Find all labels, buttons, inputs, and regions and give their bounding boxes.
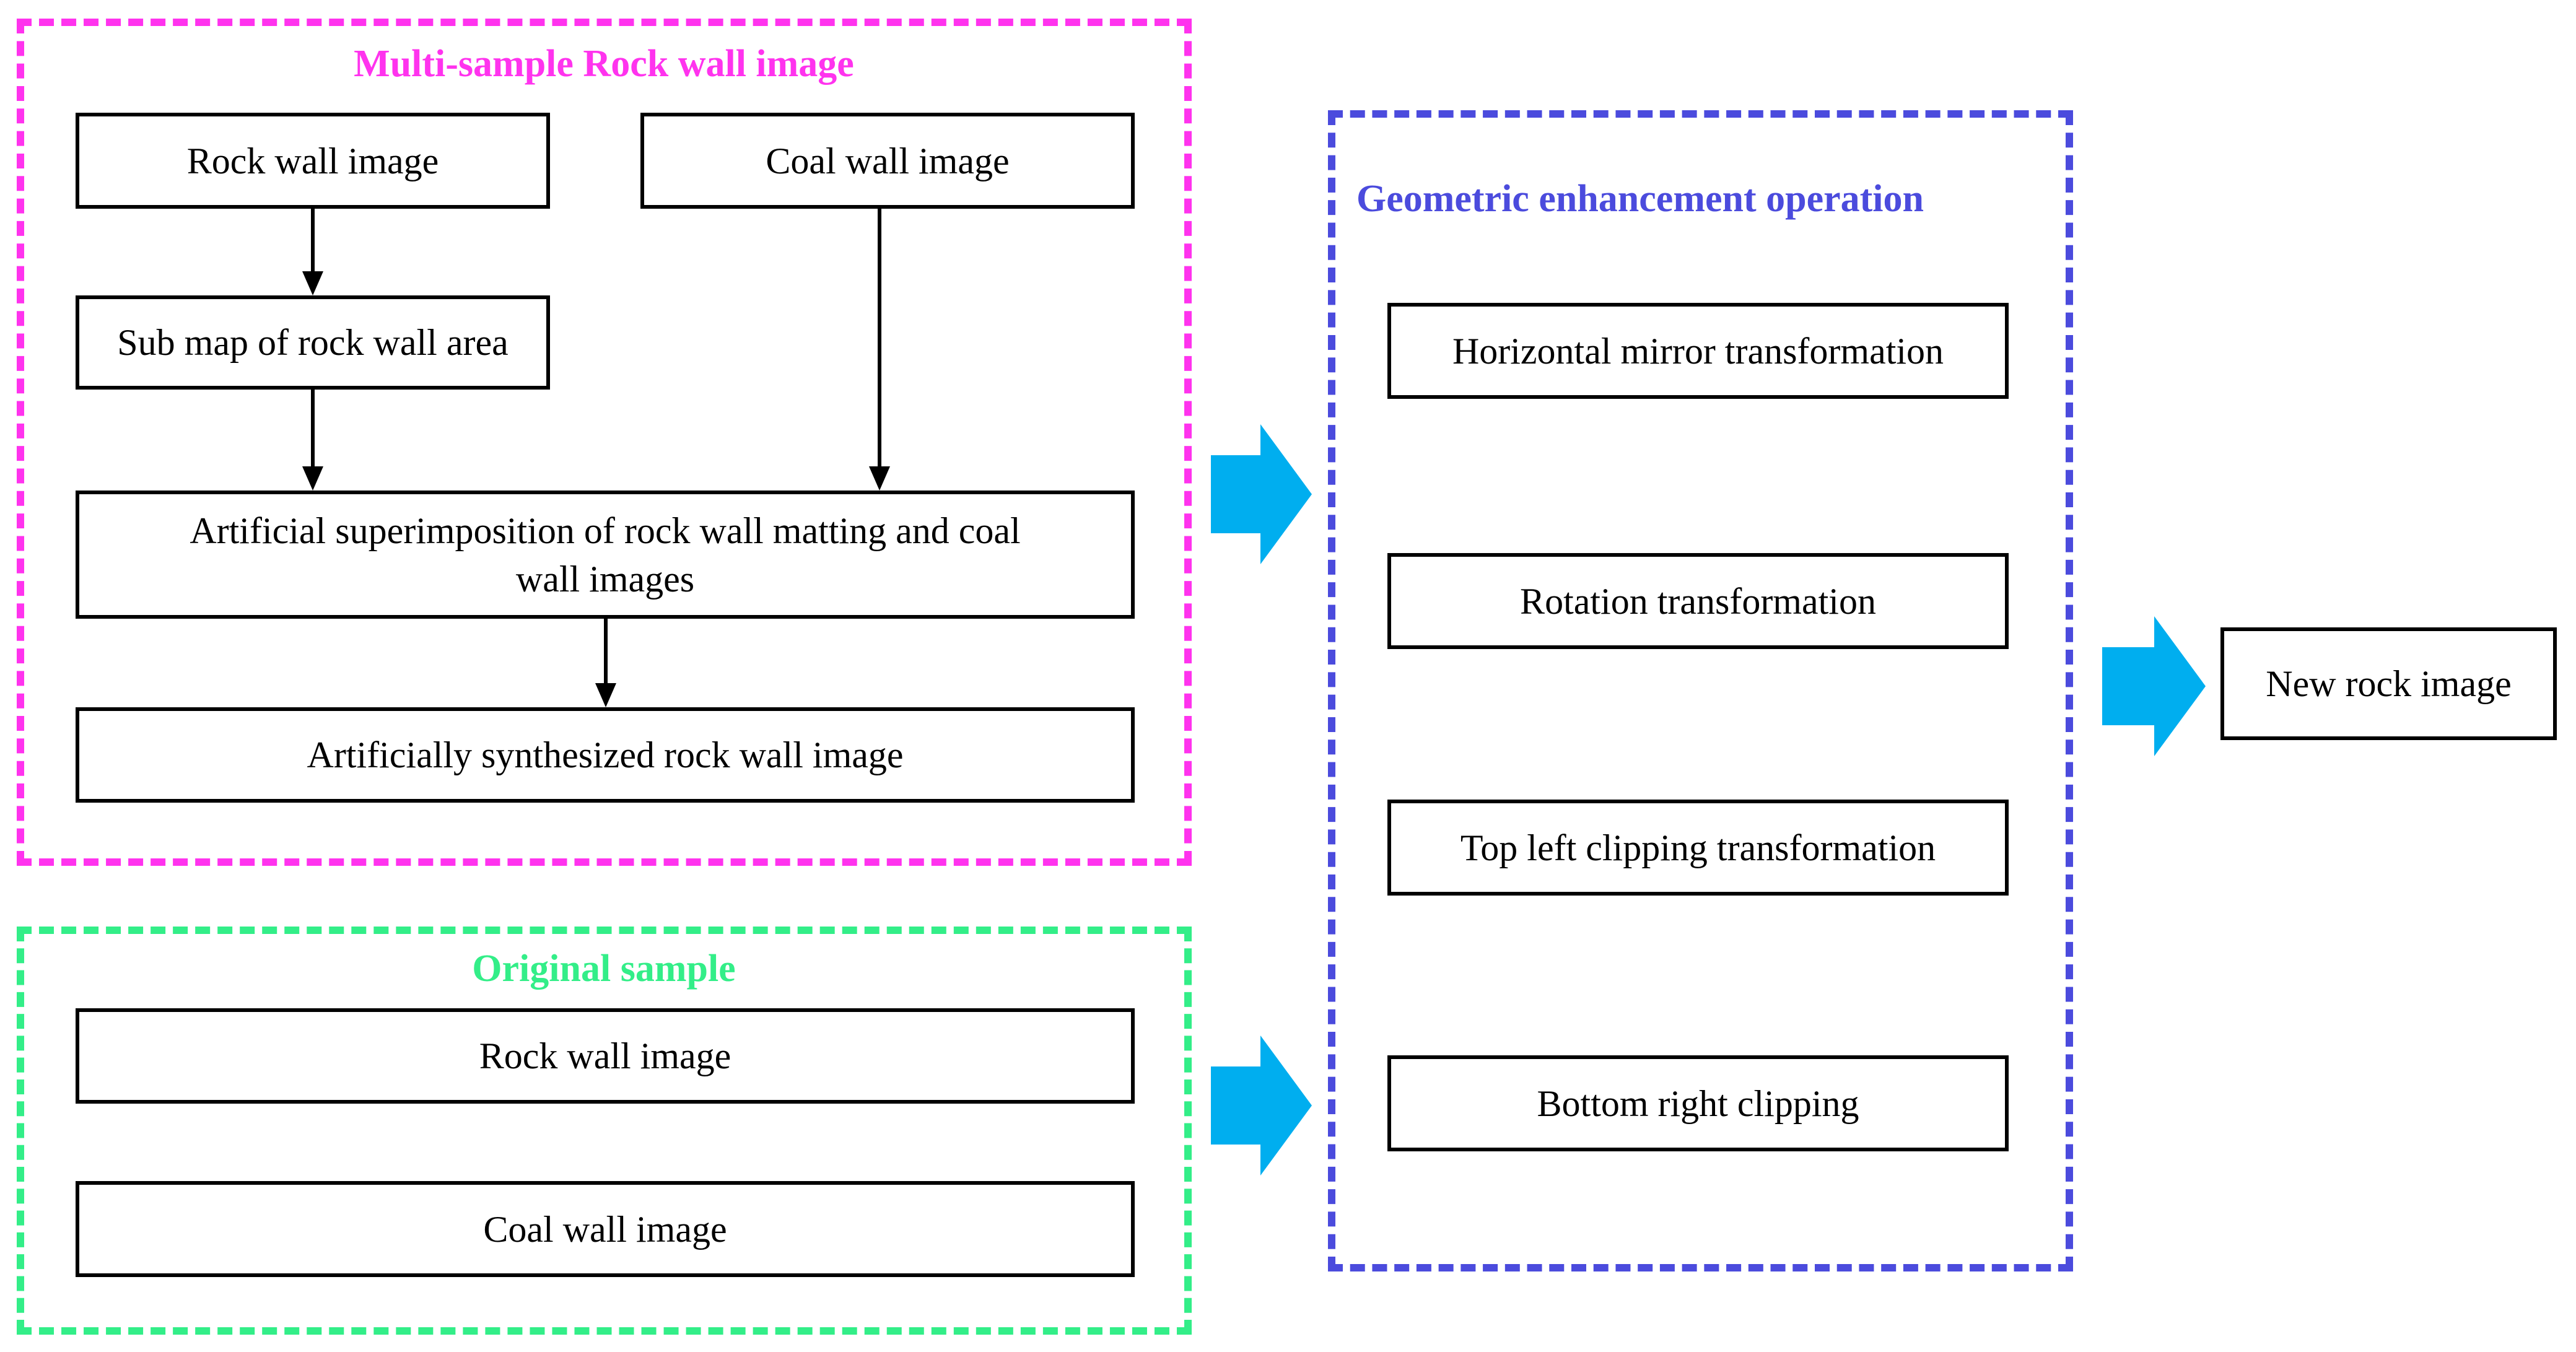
bottom-right-clipping-node: Bottom right clipping	[1387, 1055, 2009, 1151]
bottom-right-clipping-label: Bottom right clipping	[1537, 1083, 1859, 1124]
rock-wall-image-node: Rock wall image	[76, 113, 550, 209]
rotation-label: Rotation transformation	[1520, 580, 1876, 622]
block-arrow-to-new-rock	[2102, 616, 2206, 756]
arrowhead-synthesized	[595, 683, 616, 707]
original-sample-group-title: Original sample	[472, 948, 736, 990]
multi-sample-group	[17, 19, 1192, 866]
horizontal-mirror-node: Horizontal mirror transformation	[1387, 303, 2009, 399]
top-left-clipping-label: Top left clipping transformation	[1460, 827, 1936, 868]
coal-wall-image-node: Coal wall image	[640, 113, 1135, 209]
new-rock-image-label: New rock image	[2266, 663, 2512, 704]
new-rock-image-node: New rock image	[2220, 627, 2557, 740]
synthesized-image-node: Artificially synthesized rock wall image	[76, 707, 1135, 803]
coal-wall-image-label: Coal wall image	[766, 140, 1010, 181]
block-arrow-multi-sample	[1211, 424, 1312, 564]
original-coal-wall-label: Coal wall image	[483, 1208, 727, 1250]
original-rock-wall-label: Rock wall image	[479, 1036, 731, 1076]
horizontal-mirror-label: Horizontal mirror transformation	[1452, 330, 1944, 372]
geometric-group	[1328, 110, 2073, 1271]
synthesized-image-label: Artificially synthesized rock wall image	[307, 735, 904, 775]
arrowhead-superimposition-right	[869, 466, 890, 491]
rotation-node: Rotation transformation	[1387, 553, 2009, 649]
arrowhead-superimposition-left	[302, 466, 323, 491]
rock-wall-image-label: Rock wall image	[186, 140, 439, 181]
block-arrow-original-sample	[1211, 1036, 1312, 1175]
superimposition-node: Artificial superimposition of rock wall …	[76, 491, 1135, 619]
original-sample-group	[17, 927, 1192, 1335]
sub-map-node: Sub map of rock wall area	[76, 295, 550, 390]
top-left-clipping-node: Top left clipping transformation	[1387, 800, 2009, 896]
multi-sample-group-title: Multi-sample Rock wall image	[354, 43, 854, 85]
sub-map-label: Sub map of rock wall area	[117, 322, 509, 363]
superimposition-label: Artificial superimposition of rock wall …	[190, 510, 1021, 600]
original-rock-wall-node: Rock wall image	[76, 1008, 1135, 1104]
original-coal-wall-node: Coal wall image	[76, 1181, 1135, 1277]
arrowhead-submap	[302, 271, 323, 295]
geometric-group-title: Geometric enhancement operation	[1356, 178, 1924, 220]
